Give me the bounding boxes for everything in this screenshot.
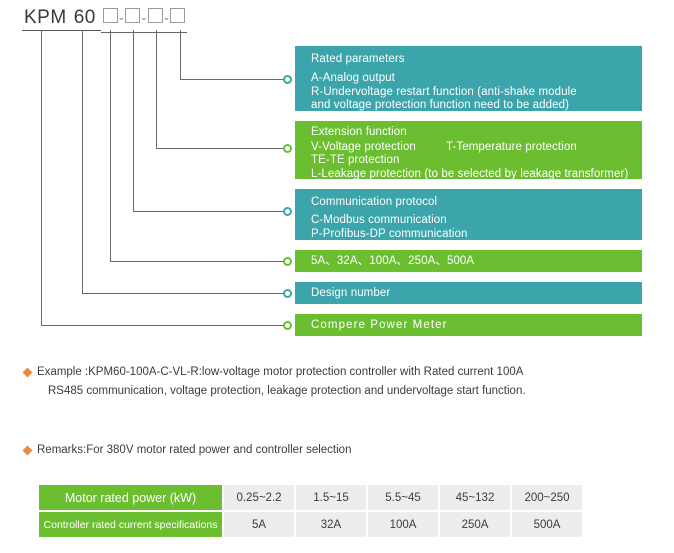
callout-box-rated-parameters: Rated parameters A-Analog output R-Under… <box>295 46 642 111</box>
table-cell: 1.5~15 <box>296 485 366 510</box>
leader-line-compere <box>40 30 288 327</box>
bullet-diamond-icon-example <box>22 367 33 378</box>
table-cell: 5A <box>224 512 294 537</box>
table-row: Motor rated power (kW) 0.25~2.2 1.5~15 5… <box>39 485 582 510</box>
callout-title-communication: Communication protocol <box>311 196 438 208</box>
callout-line-extension-3: TE-TE protection <box>311 154 400 166</box>
callout-line-rated-2: R-Undervoltage restart function (anti-sh… <box>311 85 577 98</box>
model-code-header: KPM 60 --- <box>22 8 188 33</box>
note-example: Example :KPM60-100A-C-VL-R:low-voltage m… <box>37 363 637 401</box>
callout-line-rated-3: and voltage protection function need to … <box>311 99 570 111</box>
note-example-line1: Example :KPM60-100A-C-VL-R:low-voltage m… <box>37 366 524 378</box>
leader-line-design <box>81 30 288 295</box>
table-cell: 200~250 <box>512 485 582 510</box>
table-cell: 0.25~2.2 <box>224 485 294 510</box>
callout-line-extension-2: T-Temperature protection <box>445 140 577 153</box>
code-separator-2: - <box>141 10 147 27</box>
connector-dot-current <box>283 257 292 266</box>
bullet-diamond-icon-remarks <box>22 445 33 456</box>
table-row-header-controller-current: Controller rated current specifications <box>39 512 222 537</box>
table-cell: 45~132 <box>440 485 510 510</box>
note-remarks: Remarks:For 380V motor rated power and c… <box>37 444 352 456</box>
connector-dot-communication <box>283 207 292 216</box>
connector-dot-rated <box>283 75 292 84</box>
leader-line-communication <box>132 30 288 213</box>
model-code-prefix: KPM <box>22 8 72 31</box>
callout-line-communication-2: P-Profibus-DP communication <box>311 227 468 240</box>
table-row-header-motor-power: Motor rated power (kW) <box>39 485 222 510</box>
callout-title-current: 5A、32A、100A、250A、500A <box>311 255 475 267</box>
callout-box-design-number: Design number <box>295 282 642 304</box>
code-separator-1: - <box>118 10 125 27</box>
connector-dot-design <box>283 289 292 298</box>
callout-line-extension-1: V-Voltage protection <box>311 140 416 153</box>
model-code-series: 60 <box>71 8 101 31</box>
leader-line-current <box>109 30 288 263</box>
table-cell: 32A <box>296 512 366 537</box>
table-cell: 5.5~45 <box>368 485 438 510</box>
leader-line-extension <box>155 30 288 150</box>
placeholder-square-2 <box>125 8 141 23</box>
table-cell: 100A <box>368 512 438 537</box>
callout-line-rated-1: A-Analog output <box>311 72 395 84</box>
placeholder-square-4 <box>170 8 186 23</box>
code-separator-3: - <box>163 10 170 27</box>
callout-title-rated: Rated parameters <box>311 53 405 65</box>
callout-box-compere-power-meter: Compere Power Meter <box>295 314 642 336</box>
placeholder-square-3 <box>147 8 163 23</box>
table-cell: 250A <box>440 512 510 537</box>
connector-dot-extension <box>283 144 292 153</box>
callout-line-communication-1: C-Modbus communication <box>311 214 447 226</box>
callout-box-current-ratings: 5A、32A、100A、250A、500A <box>295 250 642 272</box>
note-example-line2: RS485 communication, voltage protection,… <box>48 385 526 397</box>
selection-table: Motor rated power (kW) 0.25~2.2 1.5~15 5… <box>37 483 584 539</box>
table-cell: 500A <box>512 512 582 537</box>
model-code-placeholders: --- <box>100 8 188 33</box>
placeholder-square-1 <box>102 8 118 23</box>
table-row: Controller rated current specifications … <box>39 512 582 537</box>
leader-line-rated <box>179 30 288 81</box>
callout-title-compere: Compere Power Meter <box>311 319 448 331</box>
connector-dot-compere <box>283 321 292 330</box>
callout-box-communication-protocol: Communication protocol C-Modbus communic… <box>295 189 642 240</box>
callout-title-design: Design number <box>311 287 391 299</box>
callout-title-extension: Extension function <box>311 126 407 138</box>
callout-line-extension-4: L-Leakage protection (to be selected by … <box>311 167 629 180</box>
callout-line-extension-row: V-Voltage protection T-Temperature protec… <box>311 141 642 155</box>
